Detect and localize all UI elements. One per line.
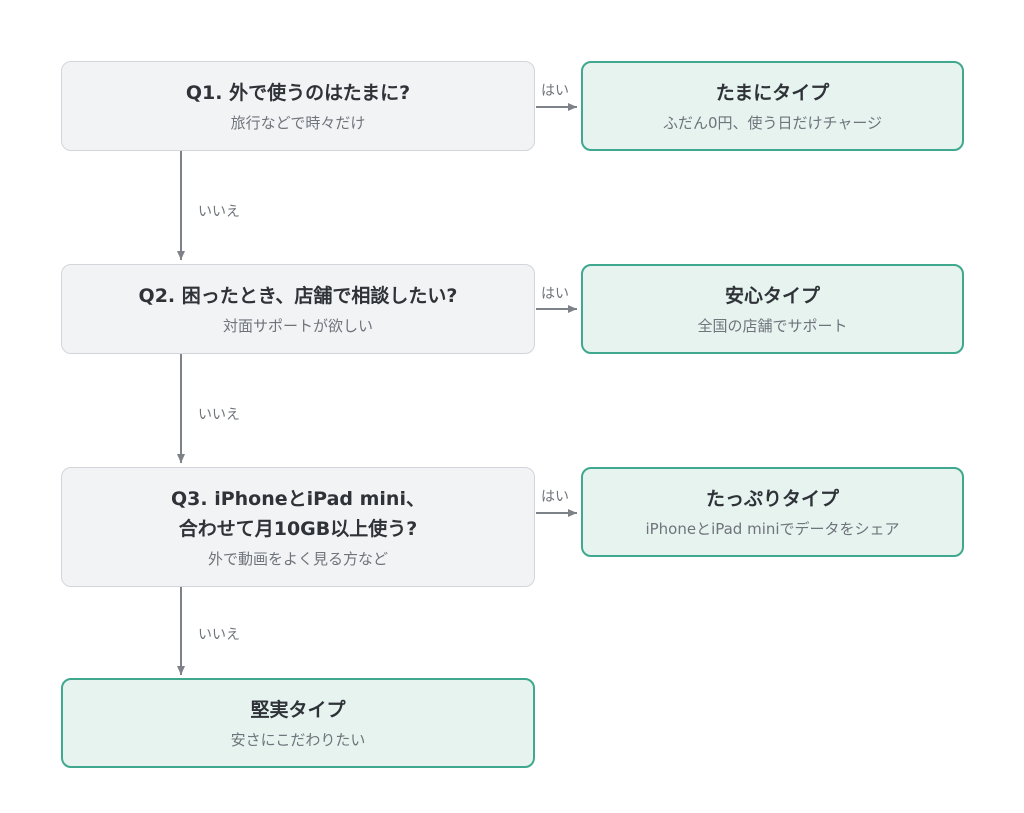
question-sub-1: 旅行などで時々だけ [230, 114, 366, 132]
result-title-2: 安心タイプ [724, 285, 820, 307]
question-sub-3: 外で動画をよく見る方など [207, 550, 388, 568]
no-label-3: いいえ [198, 627, 240, 643]
result-box-2: 安心タイプ 全国の店舗でサポート [581, 264, 964, 354]
result-sub-2: 全国の店舗でサポート [697, 317, 848, 335]
question-box-3: Q3. iPhoneとiPad mini、 合わせて月10GB以上使う? 外で動… [61, 467, 535, 587]
question-sub-2: 対面サポートが欲しい [222, 317, 373, 335]
no-label-1: いいえ [198, 204, 240, 220]
question-title-2: Q2. 困ったとき、店舗で相談したい? [138, 285, 458, 307]
result-sub-4: 安さにこだわりたい [230, 731, 366, 749]
question-title-3-line2: 合わせて月10GB以上使う? [178, 518, 418, 540]
result-box-4: 堅実タイプ 安さにこだわりたい [61, 678, 535, 768]
result-sub-3: iPhoneとiPad miniでデータをシェア [645, 520, 900, 538]
result-title-4: 堅実タイプ [250, 699, 346, 721]
result-title-3: たっぷりタイプ [705, 488, 839, 510]
result-title-1: たまにタイプ [715, 82, 830, 104]
question-title-3-line1: Q3. iPhoneとiPad mini、 [171, 488, 425, 510]
result-box-1: たまにタイプ ふだん0円、使う日だけチャージ [581, 61, 964, 151]
result-sub-1: ふだん0円、使う日だけチャージ [662, 114, 883, 132]
question-title-1: Q1. 外で使うのはたまに? [185, 82, 411, 104]
yes-label-2: はい [541, 286, 569, 302]
question-box-1: Q1. 外で使うのはたまに? 旅行などで時々だけ [61, 61, 535, 151]
result-box-3: たっぷりタイプ iPhoneとiPad miniでデータをシェア [581, 467, 964, 557]
yes-label-1: はい [541, 83, 569, 99]
no-label-2: いいえ [198, 407, 240, 423]
yes-label-3: はい [541, 489, 569, 505]
question-box-2: Q2. 困ったとき、店舗で相談したい? 対面サポートが欲しい [61, 264, 535, 354]
